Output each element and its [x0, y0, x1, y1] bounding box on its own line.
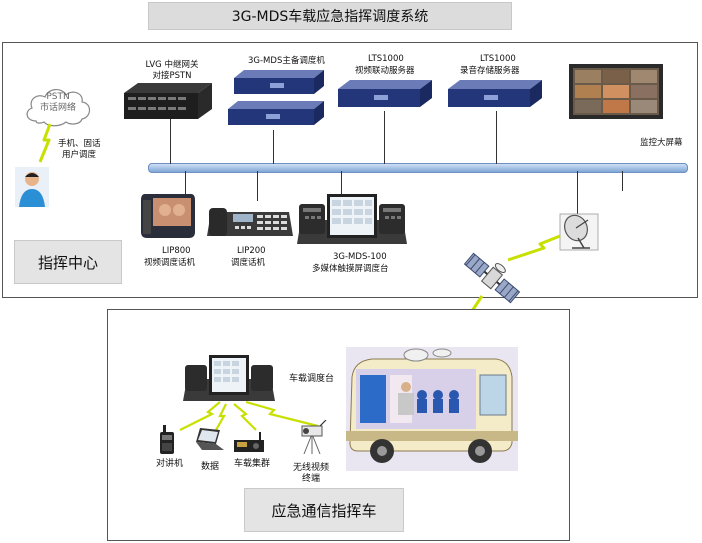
- laptop: [194, 428, 224, 454]
- mobile-user-label-1: 手机、固话: [58, 139, 101, 149]
- lts-video-connector: [384, 111, 385, 164]
- lip800-phone: [139, 192, 197, 240]
- command-vehicle: [346, 347, 518, 471]
- pstn-label: PSTN: [46, 92, 70, 102]
- touch-console-icon: [297, 194, 407, 244]
- server-icon: [228, 101, 324, 125]
- lvg-label-1: LVG 中继网关: [145, 60, 199, 70]
- lts-video-label-2: 视频联动服务器: [355, 66, 415, 76]
- server-icon: [338, 80, 432, 107]
- walkie-talkie-icon: [160, 425, 174, 454]
- main-backup-connector: [273, 130, 274, 164]
- server-icon: [448, 80, 542, 107]
- vehicle-console-label: 车载调度台: [289, 374, 335, 384]
- main-dispatch-server: [234, 70, 324, 100]
- lts-record-connector: [496, 111, 497, 164]
- screen-connector: [622, 171, 623, 191]
- console-label-1: 3G-MDS-100: [333, 252, 387, 262]
- server-icon: [234, 70, 324, 94]
- vehicle-links: [150, 398, 350, 434]
- command-center-label: 指挥中心: [14, 240, 122, 284]
- trunk-label: 车载集群: [234, 459, 271, 469]
- lip800-label-2: 视频调度话机: [144, 258, 196, 268]
- video-phone-icon: [141, 194, 195, 238]
- walkie-link-lightning-icon: [179, 401, 221, 431]
- pstn-cloud: PSTN 市话网络: [22, 83, 94, 129]
- console-label-2: 多媒体触摸屏调度台: [312, 264, 389, 274]
- dish-antenna-icon: [559, 213, 599, 251]
- walkie-talkie: [158, 425, 176, 455]
- wireless-camera-icon: [301, 420, 327, 454]
- lip200-label-1: LIP200: [237, 246, 266, 256]
- lvg-label-2: 对接PSTN: [152, 71, 192, 81]
- car-radio-icon: [234, 432, 264, 452]
- console-connector: [341, 171, 342, 197]
- mobile-user-label-2: 用户调度: [62, 150, 97, 160]
- laptop-icon: [196, 428, 224, 450]
- walkie-label: 对讲机: [156, 459, 184, 469]
- lts-record-label-1: LTS1000: [480, 54, 516, 64]
- monitor-wall: [569, 64, 663, 119]
- network-bus: [148, 163, 688, 173]
- wireless-label-2: 终端: [302, 474, 321, 484]
- diagram-title: 3G-MDS车载应急指挥调度系统: [148, 2, 512, 30]
- main-backup-label: 3G-MDS主备调度机: [248, 56, 325, 66]
- lip800-connector: [185, 171, 186, 195]
- touch-console: [297, 194, 407, 246]
- video-wall-icon: [569, 64, 663, 119]
- bus-cutaway-icon: [346, 347, 518, 471]
- lts-record-label-2: 录音存储服务器: [460, 66, 520, 76]
- vehicle-console: [183, 355, 275, 403]
- lts-video-server: [338, 80, 432, 112]
- lvg-connector: [170, 118, 171, 164]
- wireless-video-terminal: [296, 420, 328, 454]
- backup-dispatch-server: [228, 101, 324, 131]
- lip200-phone: [207, 202, 293, 240]
- vehicle-label: 应急通信指挥车: [244, 488, 404, 532]
- data-label: 数据: [201, 462, 220, 472]
- wireless-link-lightning-icon: [245, 400, 319, 428]
- lts-record-server: [448, 80, 542, 112]
- lts-video-label-1: LTS1000: [368, 54, 404, 64]
- monitor-wall-label: 监控大屏幕: [640, 138, 683, 148]
- satellite-dish-connector: [577, 171, 578, 219]
- gateway-icon: [124, 83, 212, 119]
- pstn-network-label: 市话网络: [39, 103, 76, 113]
- wireless-label-1: 无线视频: [293, 463, 330, 473]
- lvg-gateway: [124, 83, 212, 119]
- person-icon: [15, 167, 49, 207]
- desk-phone-icon: [207, 208, 293, 236]
- lip800-label-1: LIP800: [162, 246, 191, 256]
- trunk-radio: [234, 432, 266, 454]
- touch-console-icon: [183, 355, 275, 401]
- trunk-link-lightning-icon: [233, 403, 257, 431]
- mobile-user-photo: [15, 167, 49, 207]
- lip200-connector: [257, 171, 258, 201]
- data-link-lightning-icon: [215, 403, 227, 431]
- lip200-label-2: 调度话机: [231, 258, 266, 268]
- satellite-dish: [558, 210, 600, 252]
